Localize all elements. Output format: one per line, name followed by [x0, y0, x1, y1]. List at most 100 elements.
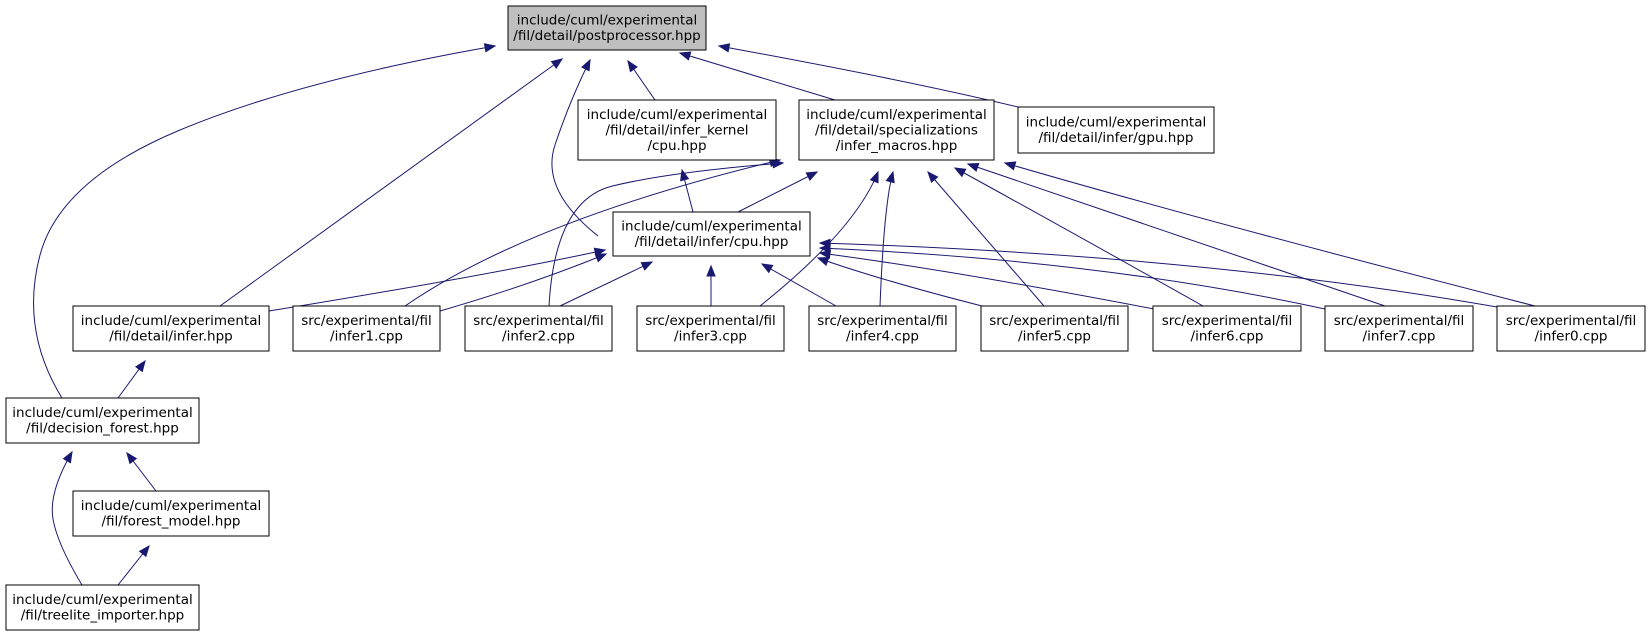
arrowhead — [760, 263, 774, 274]
file-node-src_infer0[interactable]: src/experimental/fil/infer0.cpp — [1496, 305, 1646, 352]
file-node-detail_infer[interactable]: include/cuml/experimental/fil/detail/inf… — [72, 305, 270, 352]
node-layer: include/cuml/experimental/fil/detail/pos… — [5, 5, 1646, 631]
node-label-line: src/experimental/fil — [473, 313, 604, 329]
file-node-infer_kernel_cpu[interactable]: include/cuml/experimental/fil/detail/inf… — [577, 99, 777, 161]
arrowhead — [627, 59, 638, 73]
node-box — [72, 305, 270, 352]
arrowhead — [581, 58, 591, 72]
file-node-infer_gpu[interactable]: include/cuml/experimental/fil/detail/inf… — [1017, 106, 1215, 154]
arrowhead — [966, 162, 980, 172]
file-node-postprocessor: include/cuml/experimental/fil/detail/pos… — [507, 5, 707, 51]
node-label-line: /fil/detail/infer.hpp — [109, 329, 233, 345]
node-label-line: /fil/detail/infer_kernel — [605, 122, 748, 138]
edge-src_infer0-to-infer_cpu — [818, 238, 1498, 308]
edge-src_infer5-to-infer_cpu — [816, 257, 983, 307]
arrowhead — [550, 58, 564, 69]
node-box — [1017, 106, 1215, 154]
node-label-line: include/cuml/experimental — [587, 107, 767, 123]
edge-infer_cpu-to-infer_macros — [737, 171, 819, 213]
edge-line — [51, 451, 83, 586]
edge-src_infer3-to-infer_cpu — [706, 264, 716, 306]
node-label-line: /infer5.cpp — [1018, 329, 1091, 345]
file-node-infer_cpu[interactable]: include/cuml/experimental/fil/detail/inf… — [612, 211, 811, 257]
file-node-decision_forest[interactable]: include/cuml/experimental/fil/decision_f… — [5, 397, 200, 444]
arrowhead — [126, 451, 138, 465]
node-label-line: /fil/detail/infer/gpu.hpp — [1039, 130, 1194, 146]
edge-src_infer4-to-infer_macros — [879, 170, 895, 307]
edge-src_infer3-to-infer_macros — [759, 170, 879, 307]
arrowhead — [818, 249, 832, 260]
file-node-src_infer4[interactable]: src/experimental/fil/infer4.cpp — [808, 305, 957, 352]
file-node-src_infer3[interactable]: src/experimental/fil/infer3.cpp — [636, 305, 785, 352]
arrowhead — [885, 170, 895, 184]
node-box — [798, 99, 995, 161]
node-label-line: include/cuml/experimental — [621, 219, 801, 235]
file-node-infer_macros[interactable]: include/cuml/experimental/fil/detail/spe… — [798, 99, 995, 161]
edge-line — [819, 247, 1326, 310]
node-label-line: /infer3.cpp — [674, 329, 747, 345]
edge-src_infer1-to-infer_cpu — [439, 253, 608, 312]
node-label-line: src/experimental/fil — [1162, 313, 1293, 329]
node-label-line: /infer4.cpp — [846, 329, 919, 345]
node-label-line: /fil/treelite_importer.hpp — [21, 608, 185, 624]
arrowhead — [805, 171, 819, 181]
node-label-line: /infer_macros.hpp — [836, 138, 958, 154]
node-label-line: src/experimental/fil — [1506, 313, 1637, 329]
edge-src_infer2-to-infer_macros — [548, 159, 785, 307]
edge-decision_forest-to-postprocessor — [33, 43, 497, 399]
edge-line — [819, 242, 1498, 308]
node-label-line: src/experimental/fil — [989, 313, 1120, 329]
file-node-treelite_importer[interactable]: include/cuml/experimental/fil/treelite_i… — [5, 584, 200, 631]
node-box — [1324, 305, 1474, 352]
arrowhead — [678, 51, 692, 61]
node-label-line: /fil/detail/specializations — [815, 122, 978, 138]
node-box — [292, 305, 441, 352]
edge-line — [967, 163, 1386, 307]
file-node-src_infer1[interactable]: src/experimental/fil/infer1.cpp — [292, 305, 441, 352]
node-label-line: include/cuml/experimental — [806, 107, 986, 123]
edge-src_infer7-to-infer_cpu — [818, 243, 1326, 310]
node-label-line: /infer1.cpp — [330, 329, 403, 345]
edge-infer_cpu-to-postprocessor — [551, 58, 599, 237]
node-label-line: /infer0.cpp — [1535, 329, 1608, 345]
edge-infer_cpu-to-infer_kernel_cpu — [680, 168, 694, 213]
edge-line — [718, 45, 1019, 108]
arrowhead — [483, 43, 497, 53]
arrowhead — [717, 43, 731, 53]
node-label-line: src/experimental/fil — [645, 313, 776, 329]
edge-src_infer4-to-infer_cpu — [760, 263, 837, 307]
edge-line — [548, 162, 784, 307]
node-box — [1152, 305, 1302, 352]
edge-line — [439, 253, 607, 312]
file-node-forest_model[interactable]: include/cuml/experimental/fil/forest_mod… — [72, 490, 270, 537]
edge-src_infer2-to-infer_cpu — [559, 261, 654, 307]
edge-line — [551, 59, 599, 237]
node-label-line: src/experimental/fil — [817, 313, 948, 329]
edge-line — [219, 58, 563, 307]
edge-src_infer0-to-infer_macros — [1003, 161, 1536, 307]
file-node-src_infer2[interactable]: src/experimental/fil/infer2.cpp — [464, 305, 613, 352]
edge-line — [927, 171, 1045, 307]
edge-line — [759, 171, 879, 307]
arrowhead — [680, 168, 690, 182]
edge-line — [817, 257, 983, 307]
arrowhead — [818, 238, 831, 249]
node-label-line: /fil/detail/postprocessor.hpp — [513, 28, 700, 44]
node-label-line: /fil/decision_forest.hpp — [26, 421, 179, 437]
edge-forest_model-to-decision_forest — [126, 451, 157, 492]
node-label-line: include/cuml/experimental — [1026, 115, 1206, 131]
arrowhead — [706, 264, 716, 277]
file-node-src_infer5[interactable]: src/experimental/fil/infer5.cpp — [980, 305, 1129, 352]
edge-infer_kernel_cpu-to-postprocessor — [627, 59, 656, 101]
arrowhead — [1003, 161, 1017, 171]
edge-src_infer6-to-infer_cpu — [818, 249, 1155, 310]
arrowhead — [927, 170, 939, 184]
edge-infer_gpu-to-postprocessor — [717, 43, 1019, 108]
node-label-line: /infer6.cpp — [1191, 329, 1264, 345]
file-node-src_infer6[interactable]: src/experimental/fil/infer6.cpp — [1152, 305, 1302, 352]
node-box — [612, 211, 811, 257]
file-node-src_infer7[interactable]: src/experimental/fil/infer7.cpp — [1324, 305, 1474, 352]
node-box — [5, 584, 200, 631]
arrowhead — [62, 450, 73, 464]
